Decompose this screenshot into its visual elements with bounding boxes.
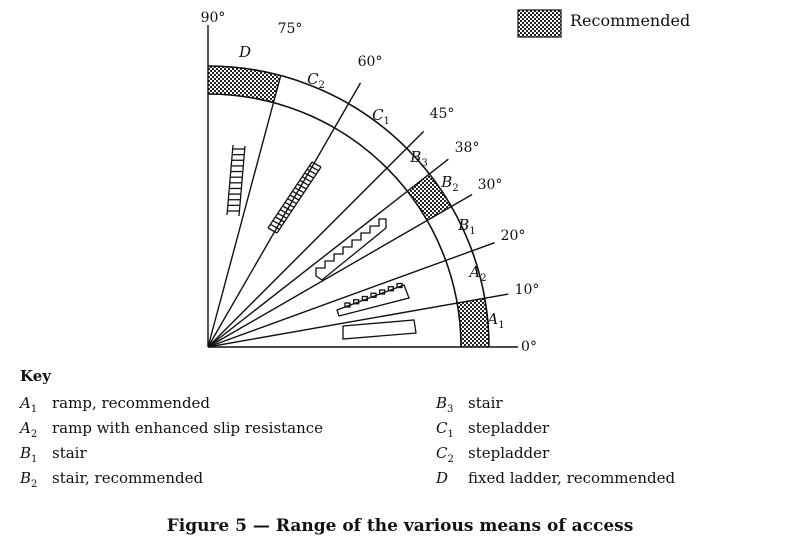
- angle-ray-38: [207, 158, 449, 348]
- key-code: C1: [436, 419, 454, 440]
- key-item-b2: B2 stair, recommended: [20, 469, 203, 490]
- zone-label-c1: C1: [372, 106, 390, 127]
- fixed-ladder-icon: [226, 144, 246, 217]
- zone-label-b3: B3: [409, 148, 427, 169]
- angle-label-45: 45°: [430, 106, 455, 122]
- key-code: B2: [20, 469, 38, 490]
- angle-ray-45: [207, 130, 425, 348]
- stepladder-icon: [267, 161, 322, 234]
- key-code: B3: [436, 394, 454, 415]
- angle-ray-60: [207, 82, 362, 348]
- key-description: stepladder: [468, 444, 550, 462]
- angle-label-20: 20°: [501, 228, 526, 244]
- key-item-b1: B1 stair: [20, 444, 87, 465]
- zone-label-a2: A2: [467, 263, 486, 284]
- key-code: A2: [20, 419, 38, 440]
- angle-label-60: 60°: [358, 54, 383, 70]
- recommended-band-7: [456, 297, 490, 348]
- angle-ray-75: [207, 76, 282, 348]
- key-description: stepladder: [468, 419, 550, 437]
- key-title: Key: [20, 367, 51, 385]
- angle-ray-10: [207, 293, 509, 348]
- key-description: fixed ladder, recommended: [468, 469, 676, 487]
- zone-label-b2: B2: [440, 173, 458, 194]
- key-item-c1: C1 stepladder: [436, 419, 549, 440]
- key-item-a2: A2 ramp with enhanced slip resistance: [20, 419, 323, 440]
- angle-label-90: 90°: [201, 10, 226, 26]
- ramp-cleats-icon: [336, 282, 410, 317]
- key-item-c2: C2 stepladder: [436, 444, 549, 465]
- angle-label-38: 38°: [455, 140, 480, 156]
- zone-label-c2: C2: [307, 70, 325, 91]
- angle-label-30: 30°: [478, 177, 503, 193]
- key-code: C2: [436, 444, 454, 465]
- angle-ray-20: [207, 242, 495, 348]
- zone-label-b1: B1: [457, 216, 475, 237]
- angle-label-10: 10°: [515, 282, 540, 298]
- access-range-diagram: 90° 75° 60° 45° 38° 30° 20° 10° 0° D C2C1B3B2B1A2…: [201, 9, 690, 355]
- key-code: B1: [20, 444, 38, 465]
- ramp-icon: [342, 319, 417, 340]
- zone-label-d: D: [238, 43, 251, 61]
- stair-icon: [315, 218, 387, 281]
- key-description: ramp, recommended: [52, 394, 211, 412]
- key-description: ramp with enhanced slip resistance: [52, 419, 324, 437]
- key-description: stair, recommended: [52, 469, 204, 487]
- figure-caption: Figure 5 — Range of the various means of…: [166, 516, 634, 536]
- legend-hatch-swatch: [517, 9, 562, 38]
- key-item-b3: B3 stair: [436, 394, 503, 415]
- angle-label-75: 75°: [278, 21, 303, 37]
- key-code: D: [436, 469, 449, 487]
- angle-ray-30: [207, 193, 473, 348]
- key-item-a1: A1 ramp, recommended: [20, 394, 210, 415]
- legend-label: Recommended: [570, 11, 690, 30]
- angle-label-0: 0°: [521, 339, 537, 355]
- key-description: stair: [468, 394, 503, 412]
- key-code: A1: [20, 394, 38, 415]
- zone-label-a1: A1: [485, 310, 504, 331]
- key-description: stair: [52, 444, 87, 462]
